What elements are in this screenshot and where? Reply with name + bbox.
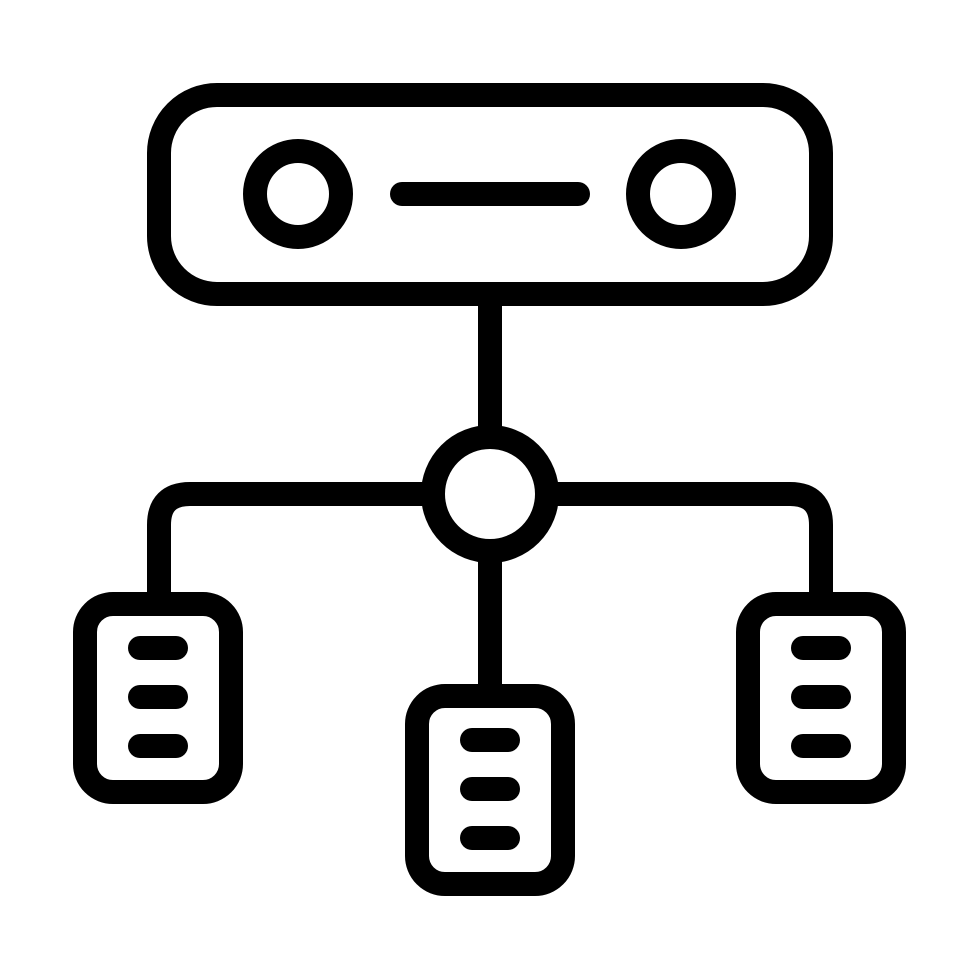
right-branch-connector — [535, 482, 833, 616]
document-node-icon — [736, 592, 906, 804]
server-left-port — [243, 139, 353, 249]
document-node-icon — [73, 592, 243, 804]
server-rack-icon — [147, 83, 833, 306]
document-node-icon — [405, 684, 575, 896]
center-document-body — [405, 684, 575, 896]
left-document-body — [73, 592, 243, 804]
server-right-port — [626, 139, 736, 249]
hub-node-icon — [421, 425, 559, 563]
right-document-body — [736, 592, 906, 804]
left-branch-connector — [147, 482, 445, 616]
